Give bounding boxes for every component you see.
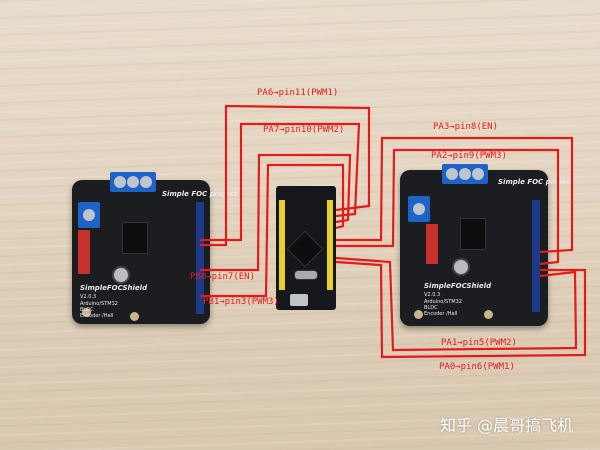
pin-header bbox=[327, 200, 333, 290]
wire-pa2 bbox=[336, 148, 560, 266]
label-pa7: PA7→pin10(PWM2) bbox=[263, 125, 345, 135]
label-pa3: PA3→pin8(EN) bbox=[433, 122, 499, 132]
driver-chip bbox=[122, 222, 148, 254]
silk-logo: SimpleFOCShield bbox=[424, 282, 492, 290]
wire-pa1 bbox=[335, 256, 578, 352]
label-pa2: PA2→pin9(PWM3) bbox=[431, 151, 507, 161]
mount-hole bbox=[414, 310, 423, 319]
wire-pb0 bbox=[200, 153, 352, 272]
silk-logo: SimpleFOCShield bbox=[80, 284, 148, 292]
terminal-block bbox=[408, 196, 430, 222]
mount-hole bbox=[130, 312, 139, 321]
stm32-bluepill-board bbox=[276, 186, 336, 310]
terminal-block bbox=[78, 202, 100, 228]
wire-pa0 bbox=[335, 260, 587, 359]
silk-version: V2.0.3 bbox=[80, 294, 97, 300]
silk-line: Arduino/STM32 bbox=[424, 299, 462, 305]
silk-title: Simple FOC project bbox=[162, 190, 238, 198]
label-pa1: PA1→pin5(PWM2) bbox=[441, 338, 517, 348]
terminal-block bbox=[110, 172, 156, 192]
silk-line: BLDC bbox=[80, 307, 94, 313]
silk-line: Encoder /Hall bbox=[80, 313, 114, 319]
wire-pa3 bbox=[336, 136, 574, 254]
wire-pa7 bbox=[200, 122, 361, 242]
wire-pa6 bbox=[200, 104, 371, 247]
wire-pb1 bbox=[200, 163, 345, 298]
silk-title: Simple FOC project bbox=[498, 178, 574, 186]
right-simplefoc-board: Simple FOC project SimpleFOCShield V2.0.… bbox=[400, 164, 574, 326]
watermark: 知乎 @晨哥搞飞机 bbox=[440, 416, 574, 435]
capacitor bbox=[112, 266, 130, 284]
terminal-block bbox=[442, 164, 488, 184]
label-pb1: PB1→pin3(PWM3) bbox=[203, 297, 279, 307]
mount-hole bbox=[82, 308, 91, 317]
silk-line: Arduino/STM32 bbox=[80, 301, 118, 307]
capacitor bbox=[452, 258, 470, 276]
pin-header bbox=[279, 200, 285, 290]
silk-line: BLDC bbox=[424, 305, 438, 311]
left-simplefoc-board: Simple FOC project SimpleFOCShield V2.0.… bbox=[72, 172, 238, 324]
driver-chip bbox=[460, 218, 486, 250]
label-pa0: PA0→pin6(PWM1) bbox=[439, 362, 515, 372]
label-pb0: PB0→pin7(EN) bbox=[190, 272, 256, 282]
pin-header bbox=[196, 202, 204, 314]
usb-port bbox=[290, 294, 308, 306]
red-header bbox=[426, 224, 438, 264]
mount-hole bbox=[484, 310, 493, 319]
silk-line: Encoder /Hall bbox=[424, 311, 458, 317]
silk-version: V2.0.3 bbox=[424, 292, 441, 298]
red-header bbox=[78, 230, 90, 274]
crystal bbox=[294, 270, 318, 280]
label-pa6: PA6→pin11(PWM1) bbox=[257, 88, 339, 98]
pin-header bbox=[532, 200, 540, 312]
